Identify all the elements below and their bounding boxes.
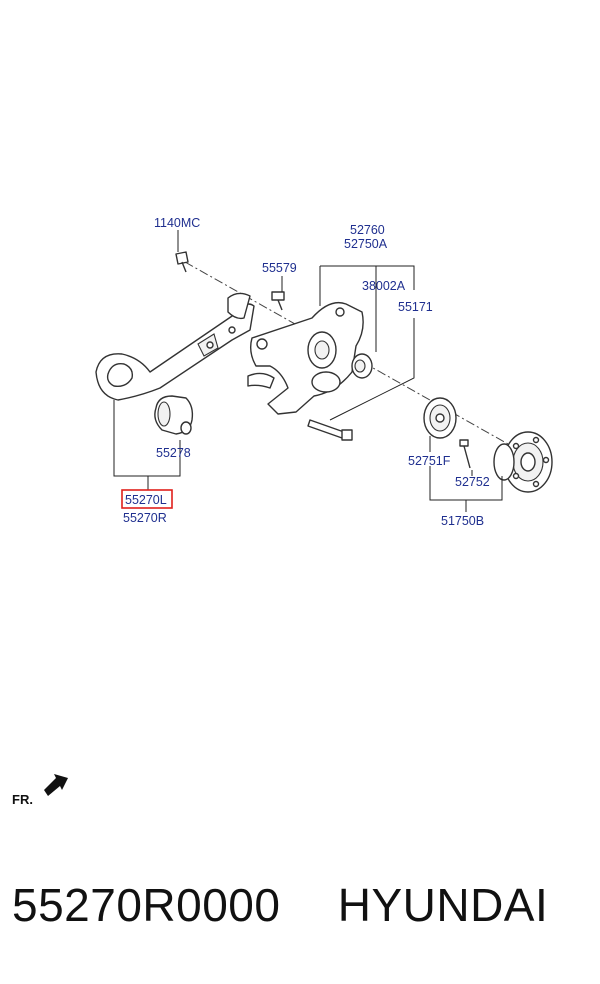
label-52760[interactable]: 52760	[350, 223, 385, 237]
hub-51750b-part[interactable]	[493, 431, 553, 493]
backing-plate-52751f-part[interactable]	[423, 397, 457, 439]
caption: 55270R0000 HYUNDAI	[12, 878, 592, 942]
long-bolt-part[interactable]	[307, 419, 353, 441]
bolt-55579-part[interactable]	[271, 291, 285, 311]
part-number-caption: 55270R0000	[12, 879, 281, 931]
label-55171[interactable]: 55171	[398, 300, 433, 314]
highlight-box	[121, 489, 173, 509]
label-52752[interactable]: 52752	[455, 475, 490, 489]
leader-lines	[113, 230, 503, 512]
label-55278[interactable]: 55278	[156, 446, 191, 460]
front-arrow-icon	[44, 774, 68, 796]
bolt-1140mc-part[interactable]	[175, 251, 189, 273]
label-52751f[interactable]: 52751F	[408, 454, 451, 468]
bolt-52752-part[interactable]	[459, 439, 471, 469]
label-1140mc[interactable]: 1140MC	[154, 216, 200, 230]
label-55270r[interactable]: 55270R	[123, 511, 167, 525]
label-55270l[interactable]: 55270L	[125, 493, 167, 507]
bushing-55278-part[interactable]	[154, 395, 194, 435]
bushing-38002a-part[interactable]	[351, 353, 373, 379]
label-55579[interactable]: 55579	[262, 261, 297, 275]
label-51750b[interactable]: 51750B	[441, 514, 484, 528]
label-52750a[interactable]: 52750A	[344, 237, 388, 251]
trailing-arm-part[interactable]	[95, 292, 255, 401]
knuckle-part[interactable]	[247, 301, 364, 415]
brand-caption: HYUNDAI	[337, 879, 549, 931]
label-38002a[interactable]: 38002A	[362, 279, 406, 293]
front-direction-label: FR.	[12, 792, 33, 807]
